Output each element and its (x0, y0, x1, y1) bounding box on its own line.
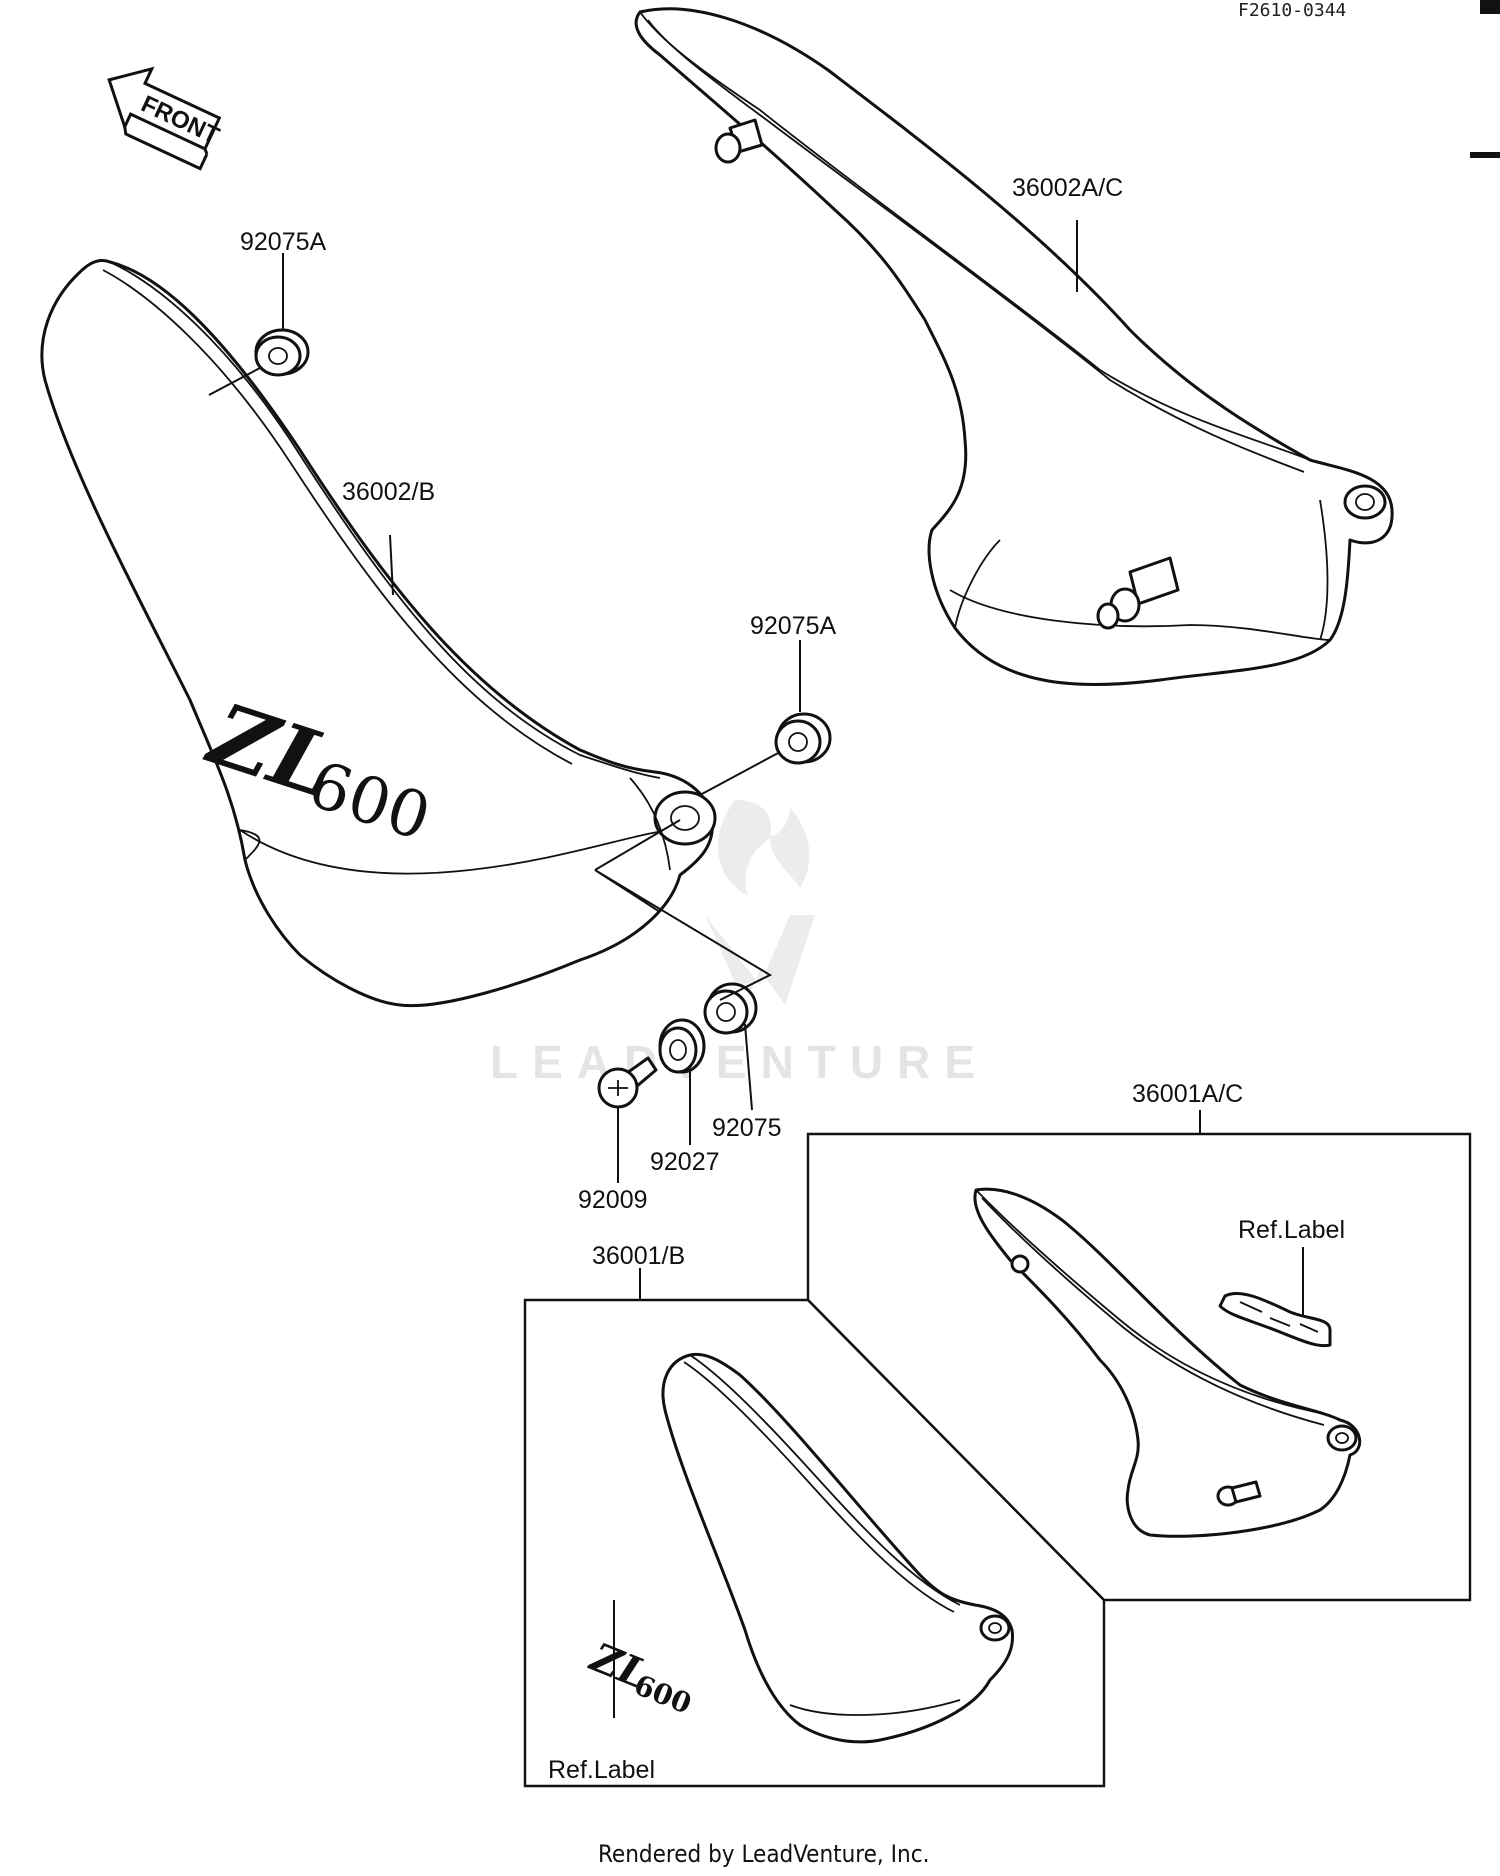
watermark-text: LEADVENTURE (490, 1036, 989, 1088)
front-arrow-icon: FRONT (107, 66, 224, 171)
label-36002B: 36002/B (342, 478, 435, 506)
label-92027: 92027 (650, 1148, 720, 1176)
label-36002AC: 36002A/C (1012, 174, 1123, 202)
watermark: LEADVENTURE (490, 800, 989, 1088)
label-92075: 92075 (712, 1114, 782, 1142)
side-cover-left-small (661, 1352, 1015, 1744)
footer-credit: Rendered by LeadVenture, Inc. (598, 1840, 929, 1868)
label-92009: 92009 (578, 1186, 648, 1214)
assembly-36001B-box (523, 1298, 1106, 1788)
margin-mark-bottom (1470, 152, 1500, 158)
washer-92027 (658, 1018, 706, 1074)
label-92075A-top: 92075A (240, 228, 327, 256)
label-ref-label-right: Ref.Label (1238, 1216, 1345, 1244)
leader-lines (208, 220, 1304, 1718)
grommet-92075 (703, 982, 758, 1035)
label-36001AC: 36001A/C (1132, 1080, 1243, 1108)
label-36001B: 36001/B (592, 1242, 685, 1270)
side-cover-right-small (973, 1187, 1362, 1538)
ref-label-decal-right (1218, 1291, 1332, 1348)
grommet-92075A-top (254, 328, 310, 377)
label-92075A-mid: 92075A (750, 612, 837, 640)
margin-mark-top (1480, 0, 1500, 14)
label-ref-label-left: Ref.Label (548, 1756, 655, 1784)
zl600-logo-small: ZL 600 (582, 1633, 696, 1721)
svg-text:600: 600 (629, 1668, 696, 1720)
assembly-36001AC-box (806, 1132, 1472, 1602)
bolt-92009 (597, 1056, 658, 1109)
side-cover-left-large (40, 258, 717, 1008)
grommet-92075A-mid (774, 712, 832, 765)
side-cover-right-large (634, 7, 1394, 687)
diagram-code: F2610-0344 (1238, 0, 1346, 21)
